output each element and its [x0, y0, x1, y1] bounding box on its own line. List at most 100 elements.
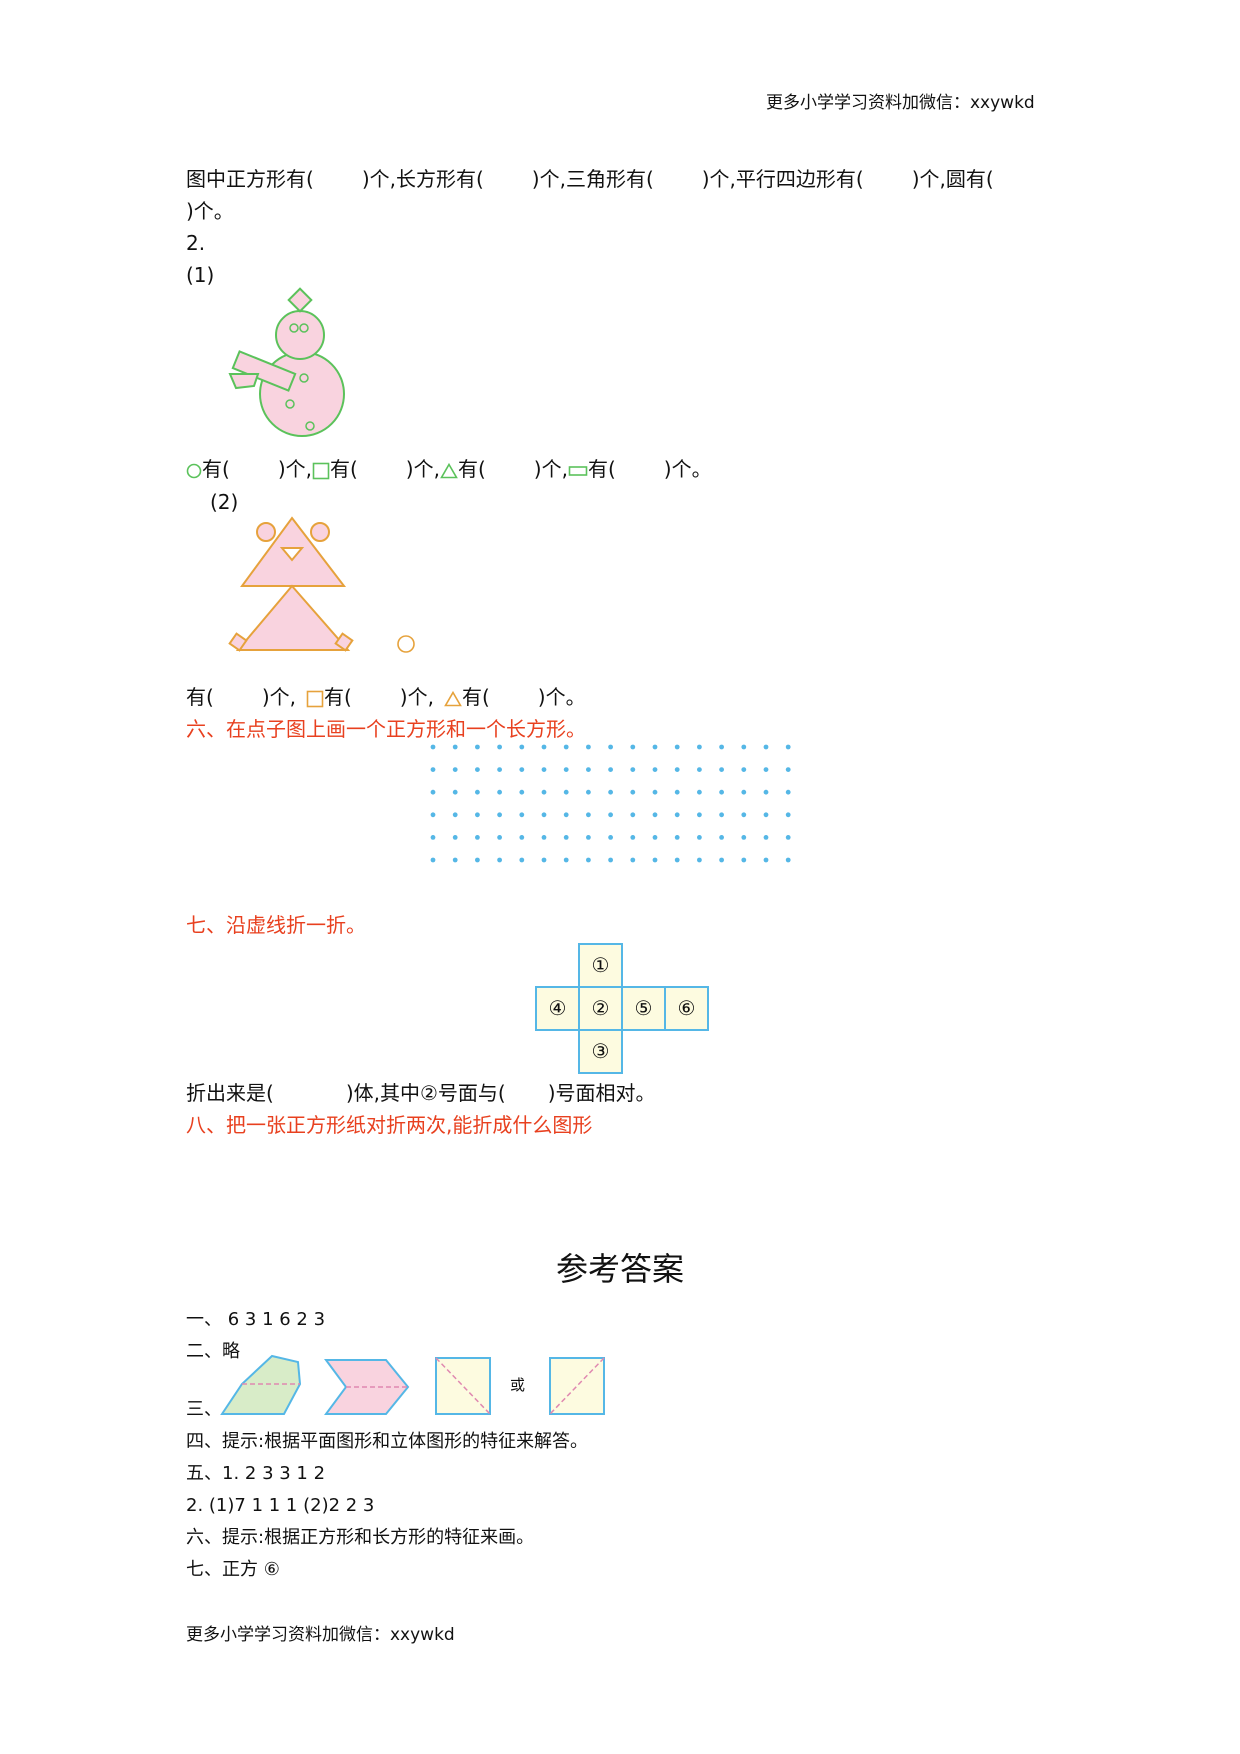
- grid-dot: [452, 835, 458, 840]
- grid-dot: [563, 857, 569, 863]
- grid-dot: [697, 812, 702, 818]
- q8-title: 八、把一张正方形纸对折两次,能折成什么图形: [186, 1113, 593, 1137]
- answers-title: 参考答案: [555, 1250, 684, 1288]
- answer-7: 七、正方 ⑥: [186, 1559, 280, 1580]
- grid-dot: [541, 789, 547, 795]
- answer-5-1: 五、1. 2 3 3 1 2: [186, 1463, 326, 1484]
- header-note: 更多小学学习资料加微信：xxywkd: [766, 93, 1035, 113]
- grid-dot: [763, 744, 769, 750]
- grid-dot: [719, 789, 724, 795]
- q5-num: 2.: [186, 231, 206, 255]
- grid-dot: [541, 812, 547, 818]
- cube-net: ① ④ ② ⑤ ⑥ ③: [535, 943, 709, 1074]
- grid-dot: [630, 744, 636, 750]
- grid-dot: [563, 835, 569, 840]
- dot-grid[interactable]: [430, 744, 820, 874]
- grid-dot: [608, 857, 613, 863]
- answer-3-or: 或: [510, 1376, 526, 1394]
- grid-dot: [741, 835, 747, 840]
- net-face-right: ⑤: [634, 996, 653, 1020]
- circle-icon: [186, 463, 202, 478]
- grid-dot: [452, 857, 458, 863]
- rectangle-icon: [568, 465, 588, 476]
- grid-dot: [785, 812, 791, 818]
- grid-dot: [608, 744, 613, 750]
- grid-dot: [763, 857, 769, 863]
- grid-dot: [475, 857, 480, 863]
- grid-dot: [563, 744, 569, 750]
- net-face-top: ①: [591, 953, 610, 977]
- grid-dot: [674, 744, 680, 750]
- net-face-far-right: ⑥: [677, 996, 696, 1020]
- grid-dot: [497, 767, 502, 772]
- footer-note: 更多小学学习资料加微信：xxywkd: [186, 1625, 455, 1645]
- answer-1: 一、 6 3 1 6 2 3: [186, 1309, 326, 1330]
- net-face-center: ②: [591, 996, 610, 1020]
- grid-dot: [497, 812, 502, 818]
- grid-dot: [608, 835, 613, 840]
- grid-dot: [497, 789, 502, 795]
- q6-title: 六、在点子图上画一个正方形和一个长方形。: [186, 717, 586, 741]
- grid-dot: [630, 767, 636, 772]
- answer-6: 六、提示:根据正方形和长方形的特征来画。: [186, 1527, 535, 1548]
- grid-dot: [430, 812, 436, 818]
- grid-dot: [519, 835, 525, 840]
- answer-4: 四、提示:根据平面图形和立体图形的特征来解答。: [186, 1431, 589, 1452]
- grid-dot: [697, 744, 702, 750]
- grid-dot: [630, 789, 636, 795]
- grid-dot: [719, 812, 724, 818]
- grid-dot: [608, 812, 613, 818]
- grid-dot: [697, 767, 702, 772]
- q5-sub1: (1): [186, 263, 215, 287]
- net-face-bottom: ③: [591, 1039, 610, 1063]
- q7-title: 七、沿虚线折一折。: [186, 913, 366, 937]
- grid-dot: [674, 857, 680, 863]
- grid-dot: [741, 789, 747, 795]
- grid-dot: [430, 789, 436, 795]
- grid-dot: [475, 744, 480, 750]
- grid-dot: [652, 835, 658, 840]
- grid-dot: [697, 789, 702, 795]
- grid-dot: [785, 857, 791, 863]
- grid-dot: [563, 767, 569, 772]
- grid-dot: [652, 812, 658, 818]
- grid-dot: [519, 857, 525, 863]
- grid-dot: [608, 789, 613, 795]
- square-icon: [312, 462, 330, 479]
- grid-dot: [630, 835, 636, 840]
- grid-dot: [475, 835, 480, 840]
- grid-dot: [763, 835, 769, 840]
- grid-dot: [674, 789, 680, 795]
- grid-dot: [452, 744, 458, 750]
- grid-dot: [697, 857, 702, 863]
- grid-dot: [785, 767, 791, 772]
- grid-dot: [519, 744, 525, 750]
- grid-dot: [541, 744, 547, 750]
- grid-dot: [652, 767, 658, 772]
- q5-sub2-fill: 有()个,有()个,有()个。: [186, 685, 586, 709]
- grid-dot: [652, 744, 658, 750]
- q7-fill: 折出来是()体,其中②号面与()号面相对。: [186, 1081, 656, 1105]
- grid-dot: [586, 789, 591, 795]
- grid-dot: [586, 835, 591, 840]
- snowman-figure: [228, 287, 345, 437]
- grid-dot: [741, 744, 747, 750]
- grid-dot: [430, 835, 436, 840]
- grid-dot: [586, 767, 591, 772]
- grid-dot: [719, 835, 724, 840]
- triangle-icon: [440, 462, 458, 478]
- answer-3-figures: [220, 1354, 605, 1415]
- grid-dot: [430, 744, 436, 750]
- square-icon: [306, 690, 324, 707]
- grid-dot: [697, 835, 702, 840]
- grid-dot: [674, 767, 680, 772]
- triangle-icon: [444, 690, 462, 706]
- grid-dot: [430, 767, 436, 772]
- grid-dot: [586, 857, 591, 863]
- grid-dot: [763, 812, 769, 818]
- q5-line2: )个。: [186, 199, 234, 223]
- grid-dot: [652, 789, 658, 795]
- answer-5-2: 2. (1)7 1 1 1 (2)2 2 3: [186, 1495, 375, 1516]
- grid-dot: [541, 767, 547, 772]
- grid-dot: [475, 767, 480, 772]
